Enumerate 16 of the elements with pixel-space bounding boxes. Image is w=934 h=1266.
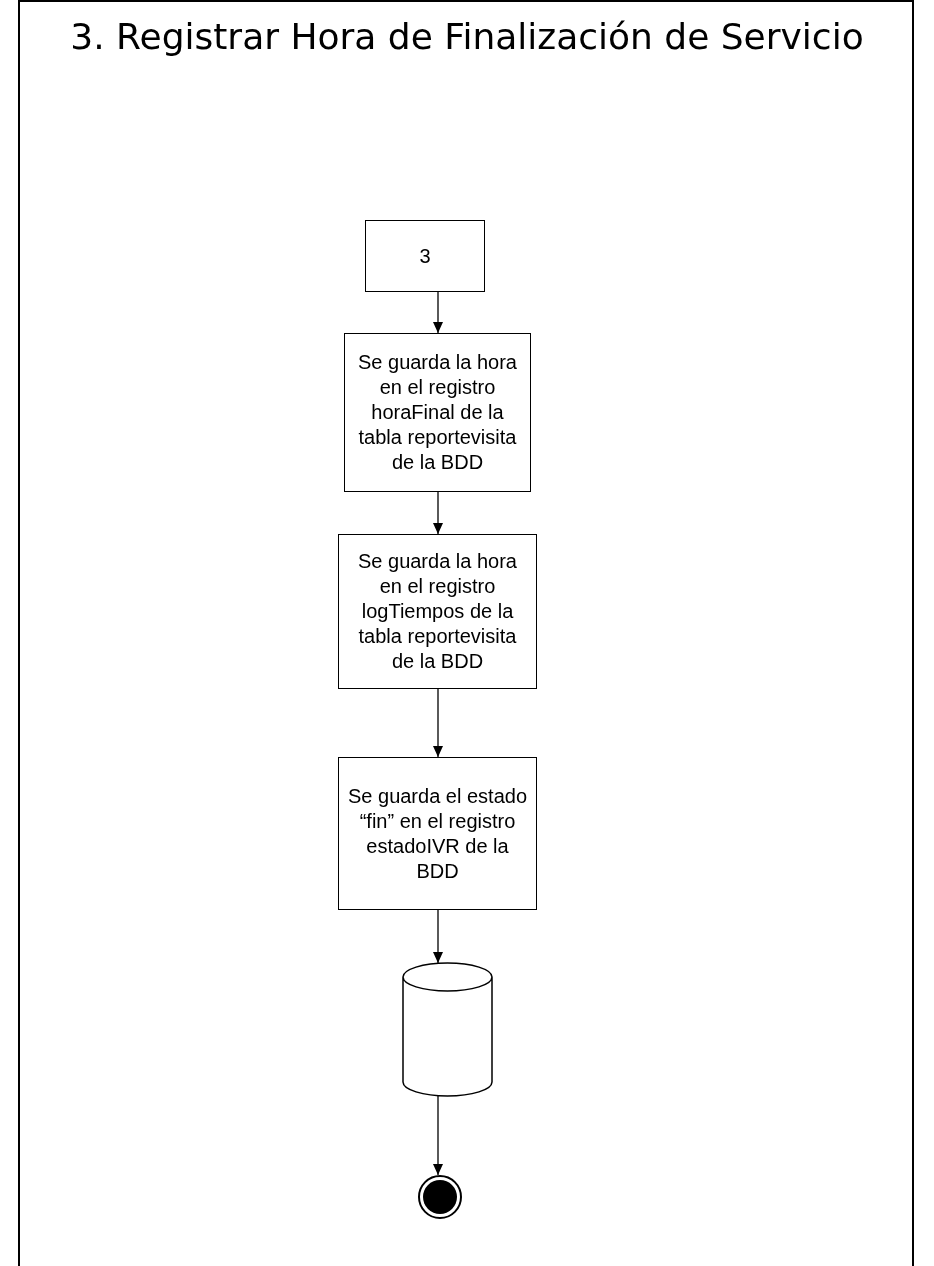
process-text: Se guarda la hora en el registro horaFinal de la tabla reportevisita de la BDD	[357, 350, 518, 475]
process-box	[365, 220, 485, 292]
arrow	[433, 909, 443, 964]
process-box	[338, 534, 537, 689]
arrow	[433, 491, 443, 535]
process-text: 3	[418, 243, 432, 269]
arrow	[433, 291, 443, 334]
process-text: Se guarda el estado “fin” en el registro estadoIVR de la BDD	[347, 783, 528, 884]
arrow	[433, 688, 443, 758]
diagram-title: 3. Registrar Hora de Finalización de Servicio	[69, 16, 865, 57]
end-circle	[418, 1175, 462, 1219]
process-text: Se guarda la hora en el registro logTiempos de la tabla reportevisita de la BDD	[357, 549, 518, 674]
arrow	[433, 1095, 443, 1176]
database-cylinder	[402, 963, 493, 1096]
process-box	[344, 333, 531, 492]
process-box	[338, 757, 537, 910]
